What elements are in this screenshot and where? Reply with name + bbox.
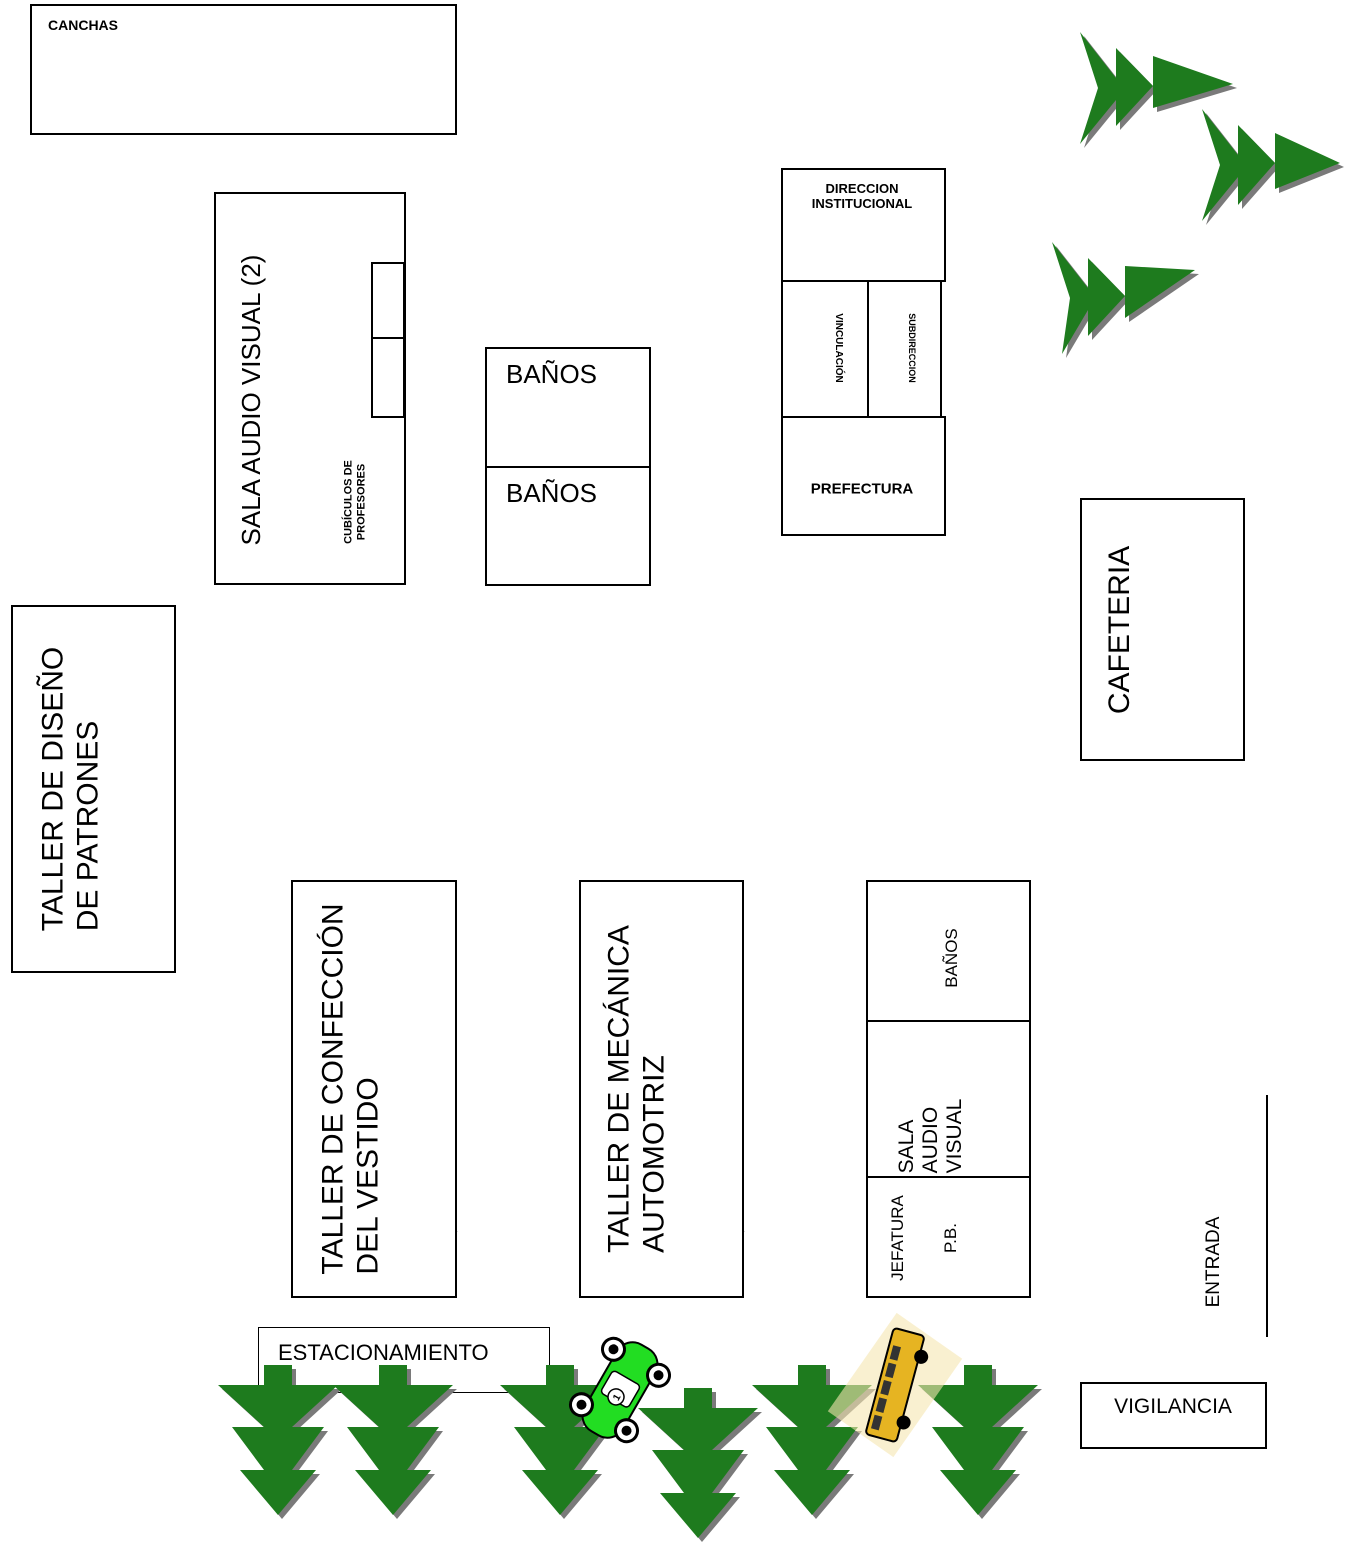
- pine-tree-icon: [1202, 109, 1344, 225]
- vigilancia-booth: [1080, 1382, 1267, 1449]
- canchas-field: [30, 4, 457, 135]
- cubicle-2: [371, 337, 405, 418]
- taller-diseno-building: [11, 605, 176, 973]
- svg-text:1: 1: [611, 1392, 624, 1403]
- banos-2-room: [485, 466, 651, 586]
- school-bus-icon: [827, 1312, 963, 1458]
- estacionamiento-label: ESTACIONAMIENTO: [278, 1340, 489, 1365]
- banos-2-label: BAÑOS: [506, 478, 598, 508]
- pine-tree-icon: [1052, 242, 1199, 358]
- prefectura-room: [781, 416, 946, 536]
- pine-tree-icon: [218, 1365, 342, 1519]
- banos-1-room: [485, 347, 651, 468]
- pine-tree-icon: [638, 1388, 762, 1542]
- car-icon: 1: [568, 1336, 672, 1444]
- pine-tree-icon: [333, 1365, 457, 1519]
- banos-1-label: BAÑOS: [506, 359, 598, 389]
- vigilancia-label: VIGILANCIA: [1114, 1394, 1232, 1418]
- sala-audio-visual-room: [866, 1020, 1031, 1178]
- pine-tree-icon: [1080, 32, 1237, 148]
- direccion-room: [781, 168, 946, 282]
- subdireccion-room: [867, 280, 942, 418]
- prefectura-label: PREFECTURA: [810, 480, 914, 498]
- direccion-label: DIRECCION INSTITUCIONAL: [811, 181, 913, 211]
- jefatura-room: [866, 1176, 1031, 1298]
- canchas-label: CANCHAS: [48, 17, 118, 33]
- pine-tree-icon: [918, 1365, 1042, 1519]
- taller-mecanica-building: [579, 880, 744, 1298]
- vinculacion-room: [781, 280, 869, 418]
- taller-confeccion-building: [291, 880, 457, 1298]
- cafeteria-building: [1080, 498, 1245, 761]
- cubicle-1: [371, 262, 405, 339]
